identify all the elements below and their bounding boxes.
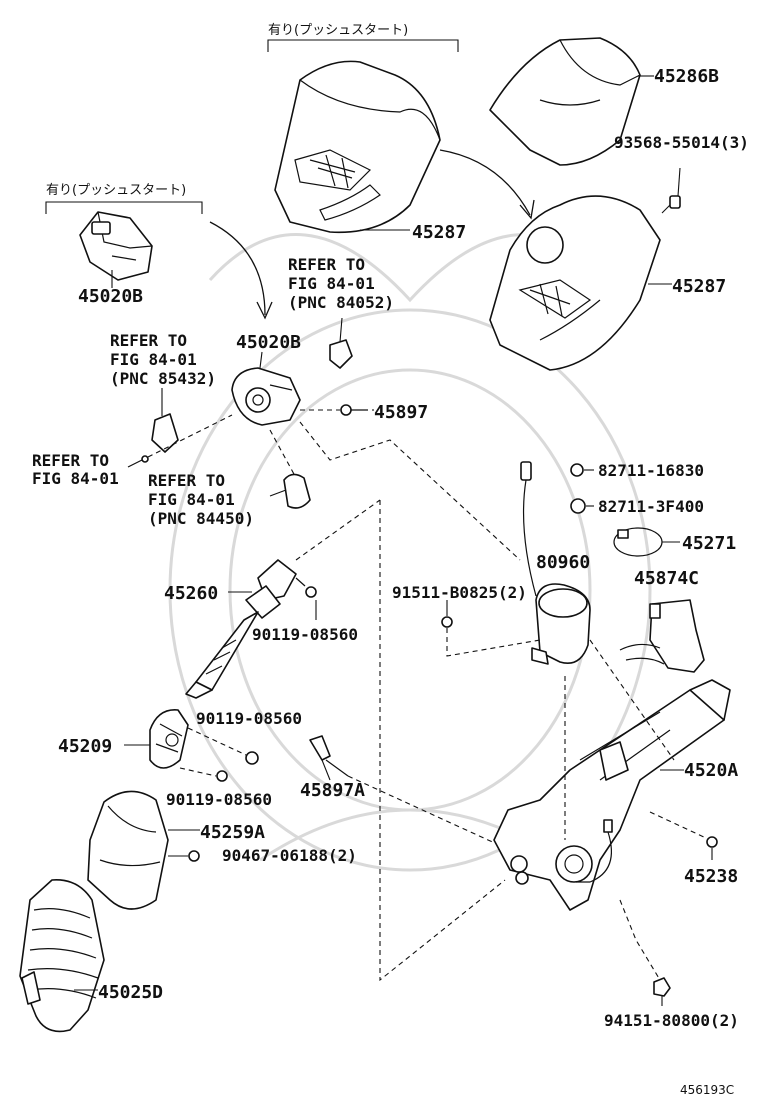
refer-84450-line2: FIG 84-01 [148, 490, 235, 509]
boot-45025D [19, 879, 105, 1033]
bracket-45874C [619, 599, 705, 673]
switch-45020B-mid [231, 367, 301, 426]
label-45287-right: 45287 [672, 276, 726, 297]
refer-84450-line1: REFER TO [148, 471, 225, 490]
label-91511: 91511-B0825(2) [392, 583, 527, 602]
refer-85432-line1: REFER TO [110, 331, 187, 350]
label-90467: 90467-06188(2) [222, 846, 357, 865]
label-45025D: 45025D [98, 982, 163, 1003]
refer-85432-line2: FIG 84-01 [110, 350, 197, 369]
refer-plain-line2: FIG 84-01 [32, 469, 119, 488]
refer-84450-line3: (PNC 84450) [148, 509, 254, 528]
connector-85432 [151, 388, 179, 453]
refer-note-plain: REFER TO FIG 84-01 [32, 451, 119, 488]
label-45897: 45897 [374, 402, 428, 423]
label-45520A: 4520A [684, 760, 738, 781]
screw-refer [127, 414, 233, 468]
label-82711-16830: 82711-16830 [598, 461, 704, 480]
label-45260: 45260 [164, 583, 218, 604]
label-45020B-mid: 45020B [236, 332, 301, 353]
connector-84052 [329, 317, 353, 369]
label-45209: 45209 [58, 736, 112, 757]
refer-note-84450: REFER TO FIG 84-01 (PNC 84450) [148, 471, 254, 528]
leader-lines [74, 75, 684, 991]
assembly-arrow-switch [209, 221, 273, 320]
refer-plain-line1: REFER TO [32, 451, 109, 470]
refer-note-84052: REFER TO FIG 84-01 (PNC 84052) [288, 255, 394, 312]
label-93568: 93568-55014(3) [614, 133, 749, 152]
switch-group-note: 有り(プッシュスタート) [46, 183, 186, 198]
switch-group-bracket: 有り(プッシュスタート) [45, 183, 203, 214]
label-45874C: 45874C [634, 568, 699, 589]
connector-84450 [269, 429, 311, 509]
label-90119-b: 90119-08560 [196, 709, 302, 728]
label-45259A: 45259A [200, 822, 265, 843]
label-80960: 80960 [536, 552, 590, 573]
column-hole-cover-45259A [87, 790, 169, 910]
band-45271 [613, 527, 680, 557]
label-45897A: 45897A [300, 780, 365, 801]
clip-90467 [168, 850, 200, 862]
dash-switch-to-column [299, 421, 521, 561]
bolt-45897A [309, 735, 511, 851]
diagram-id: 456193C [680, 1083, 734, 1097]
wire-harness [576, 819, 661, 981]
refer-85432-line3: (PNC 85432) [110, 369, 216, 388]
refer-84052-line1: REFER TO [288, 255, 365, 274]
clamp-82711-3F400 [570, 498, 594, 514]
bolt-90119-a [295, 577, 317, 620]
label-45287-top: 45287 [412, 222, 466, 243]
upper-cover-45287-top [274, 60, 441, 234]
universal-joint-45209 [149, 709, 189, 769]
label-82711-3F400: 82711-3F400 [598, 497, 704, 516]
clip-93568 [661, 167, 681, 214]
label-45238: 45238 [684, 866, 738, 887]
label-94151: 94151-80800(2) [604, 1011, 739, 1030]
dash-shaft-to-column [379, 500, 506, 982]
refer-84052-line3: (PNC 84052) [288, 293, 394, 312]
label-90119-a: 90119-08560 [252, 625, 358, 644]
refer-note-85432: REFER TO FIG 84-01 (PNC 85432) [110, 331, 216, 388]
label-45286B: 45286B [654, 66, 719, 87]
screw-45897 [300, 404, 368, 416]
label-45020B-left: 45020B [78, 286, 143, 307]
switch-45020B-left [79, 211, 153, 281]
assembly-arrow-top [439, 149, 535, 220]
refer-84052-line2: FIG 84-01 [288, 274, 375, 293]
part-labels: 45286B 93568-55014(3) 45287 45287 45020B… [32, 66, 749, 1097]
intermediate-shaft-45260 [185, 499, 381, 699]
cover-group-note: 有り(プッシュスタート) [268, 23, 408, 38]
bolt-91511 [441, 600, 541, 657]
motor-80960 [520, 461, 591, 665]
bolt-90119-c [179, 767, 228, 782]
bolt-45238 [649, 811, 718, 860]
clamp-82711-16830 [570, 463, 594, 477]
cover-group-bracket: 有り(プッシュスタート) [267, 23, 459, 52]
bolt-90119-b [187, 727, 259, 765]
label-90119-c: 90119-08560 [166, 790, 272, 809]
nut-94151 [653, 977, 671, 1006]
lower-cover-45286B [489, 37, 641, 166]
label-45271: 45271 [682, 533, 736, 554]
upper-cover-45287-right [489, 195, 661, 371]
